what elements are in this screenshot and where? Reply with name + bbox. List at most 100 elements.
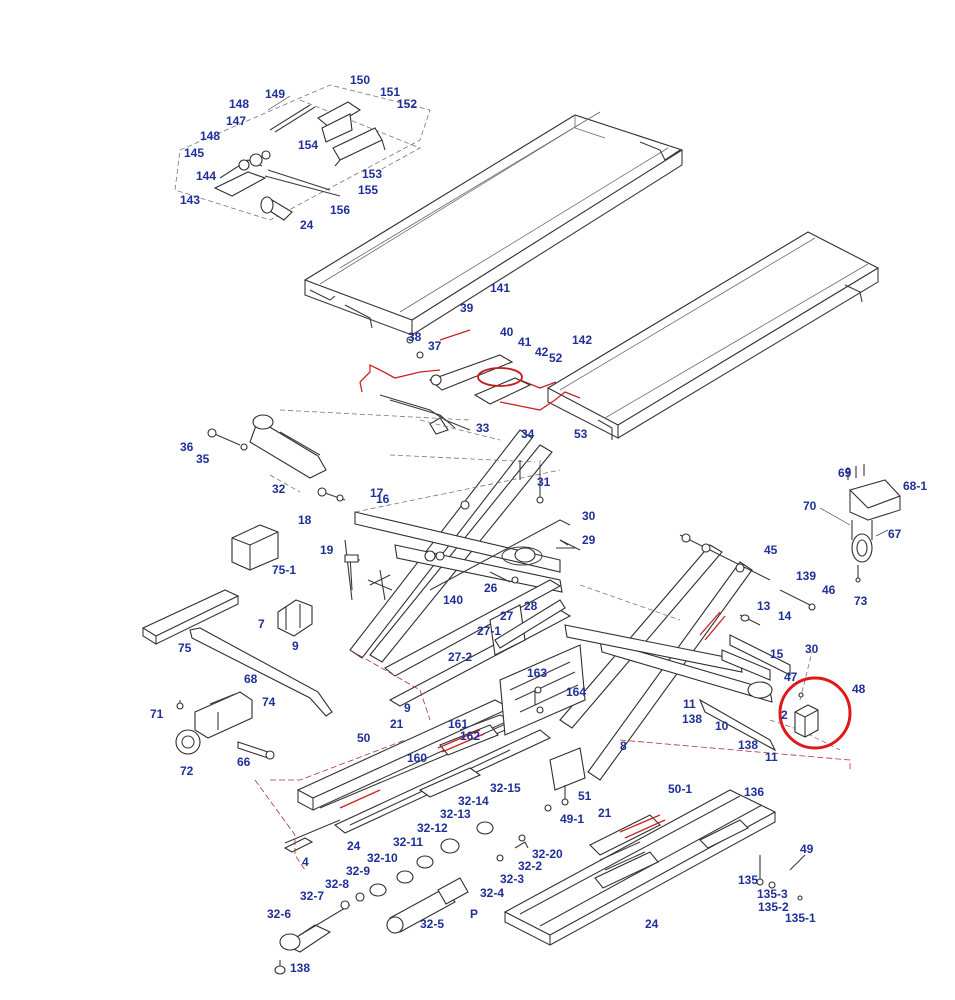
part-label: 68-1 bbox=[903, 479, 927, 493]
part-number-labels: 1491501511521481471481451541531441431551… bbox=[150, 73, 927, 975]
part-label: 49-1 bbox=[560, 812, 584, 826]
runway-right-142 bbox=[546, 231, 880, 440]
part-label: 24 bbox=[300, 218, 314, 232]
part-label: 33 bbox=[476, 421, 490, 435]
part-label: 75-1 bbox=[272, 563, 296, 577]
part-label: 66 bbox=[237, 755, 251, 769]
part-label: 7 bbox=[258, 617, 265, 631]
part-label: 38 bbox=[408, 330, 422, 344]
part-label: 24 bbox=[347, 839, 361, 853]
part-label: 138 bbox=[682, 712, 702, 726]
part-label: 153 bbox=[362, 167, 382, 181]
part-label: 13 bbox=[757, 599, 771, 613]
part-label: 42 bbox=[535, 345, 549, 359]
part-label: 32-11 bbox=[393, 835, 423, 849]
part-label: 145 bbox=[184, 146, 204, 160]
part-label: 17 bbox=[370, 486, 384, 500]
part-label: 32-20 bbox=[532, 847, 563, 861]
part-label: 35 bbox=[196, 452, 210, 466]
part-label: 74 bbox=[262, 695, 276, 709]
part-label: 135 bbox=[738, 873, 758, 887]
part-label: 32 bbox=[272, 482, 286, 496]
part-label: 144 bbox=[196, 169, 216, 183]
part-label: 27 bbox=[500, 609, 514, 623]
part-label: 34 bbox=[521, 427, 535, 441]
inset-pump-assembly bbox=[174, 84, 431, 221]
part-label: 136 bbox=[744, 785, 764, 799]
handle-68 bbox=[189, 627, 333, 717]
base-frame-50 bbox=[296, 644, 586, 834]
part-label: 19 bbox=[320, 543, 334, 557]
base-frame-50-1 bbox=[503, 789, 806, 946]
part-label: 27-1 bbox=[477, 624, 501, 638]
part-label: 37 bbox=[428, 339, 442, 353]
part-label: 162 bbox=[460, 729, 480, 743]
part-label: 9 bbox=[404, 701, 411, 715]
part-label: 46 bbox=[822, 583, 836, 597]
part-label: 143 bbox=[180, 193, 200, 207]
part-label: 39 bbox=[460, 301, 474, 315]
part-label: 26 bbox=[484, 581, 498, 595]
part-label: 32-15 bbox=[490, 781, 521, 795]
part-label: 10 bbox=[715, 719, 729, 733]
part-label: 149 bbox=[265, 87, 285, 101]
part-label: P bbox=[470, 907, 478, 921]
part-label: 47 bbox=[784, 670, 798, 684]
part-label: 32-4 bbox=[480, 886, 504, 900]
part-label: 8 bbox=[620, 739, 627, 753]
part-label: 30 bbox=[582, 509, 596, 523]
lock-bar-assembly bbox=[359, 329, 581, 435]
part-label: 52 bbox=[549, 351, 563, 365]
part-label: 45 bbox=[764, 543, 778, 557]
part-label: 32-2 bbox=[518, 859, 542, 873]
part-label: 164 bbox=[566, 685, 586, 699]
part-label: 141 bbox=[490, 281, 510, 295]
part-label: 28 bbox=[524, 599, 538, 613]
part-label: 14 bbox=[778, 609, 792, 623]
part-label: 50 bbox=[357, 731, 371, 745]
part-label: 72 bbox=[180, 764, 194, 778]
part-label: 32-7 bbox=[300, 889, 324, 903]
part-label: 32-12 bbox=[417, 821, 448, 835]
part-label: 11 bbox=[683, 697, 696, 711]
scissor-frame bbox=[344, 429, 791, 781]
part-label: 156 bbox=[330, 203, 350, 217]
part-label: 2 bbox=[781, 708, 788, 722]
part-label: 40 bbox=[500, 325, 514, 339]
rubber-block-75-1 bbox=[231, 524, 279, 571]
part-label: 30 bbox=[805, 642, 819, 656]
part-label: 29 bbox=[582, 533, 596, 547]
part-label: 148 bbox=[229, 97, 249, 111]
part-label: 21 bbox=[598, 806, 612, 820]
highlight-circle bbox=[778, 676, 852, 750]
part-label: 32-9 bbox=[346, 864, 370, 878]
part-label: 48 bbox=[852, 682, 866, 696]
misc-fasteners bbox=[207, 428, 581, 591]
part-label: 151 bbox=[380, 85, 400, 99]
hydraulic-cylinder-32 bbox=[249, 409, 471, 493]
bracket-7 bbox=[277, 599, 313, 637]
part-label: 51 bbox=[578, 789, 592, 803]
part-label: 32-13 bbox=[440, 807, 471, 821]
part-label: 147 bbox=[226, 114, 246, 128]
part-label: 152 bbox=[397, 97, 417, 111]
part-label: 32-10 bbox=[367, 851, 398, 865]
part-label: 138 bbox=[738, 738, 758, 752]
part-label: 142 bbox=[572, 333, 592, 347]
dolly-wheel-assembly bbox=[175, 691, 275, 760]
part-label: 15 bbox=[770, 647, 784, 661]
part-label: 135-1 bbox=[785, 911, 816, 925]
part-label: 32-14 bbox=[458, 794, 489, 808]
part-label: 140 bbox=[443, 593, 463, 607]
part-label: 32-6 bbox=[267, 907, 291, 921]
part-label: 36 bbox=[180, 440, 194, 454]
part-label: 161 bbox=[448, 717, 468, 731]
part-label: 16 bbox=[376, 492, 390, 506]
part-label: 67 bbox=[888, 527, 902, 541]
right-side-components bbox=[679, 533, 816, 681]
part-label: 49 bbox=[800, 842, 814, 856]
part-label: 32-8 bbox=[325, 877, 349, 891]
part-label: 53 bbox=[574, 427, 588, 441]
part-label: 32-3 bbox=[500, 872, 524, 886]
